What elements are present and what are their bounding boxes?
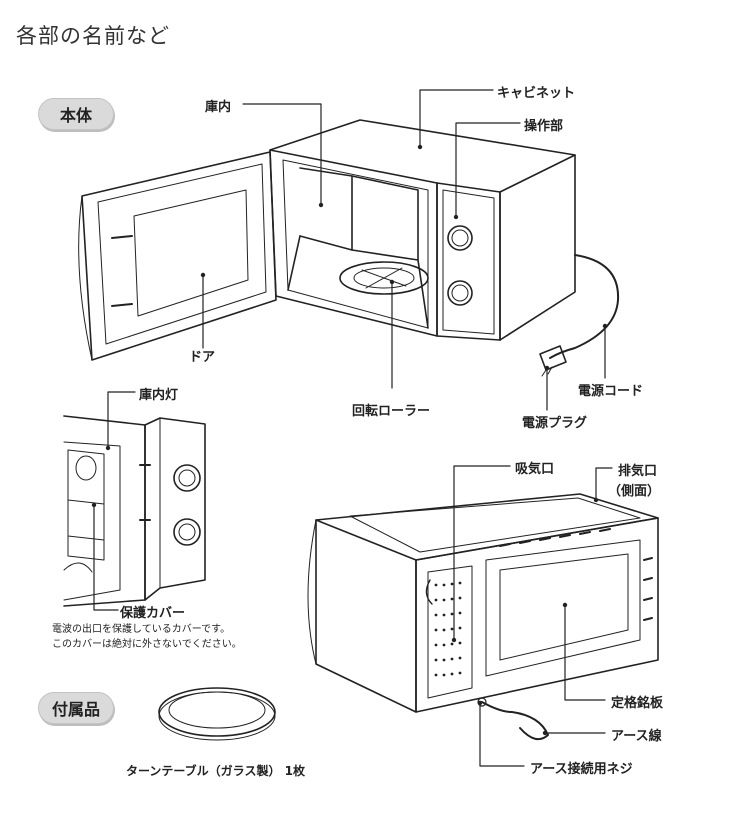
section-label-main-body: 本体 <box>38 98 114 130</box>
label-protective-cover: 保護カバー <box>120 606 186 621</box>
label-power-plug: 電源プラグ <box>522 416 588 431</box>
label-exhaust-vent-side: （側面） <box>608 484 661 499</box>
label-intake-vent: 吸気口 <box>515 462 555 477</box>
protective-cover-note-line: このカバーは絶対に外さないでください。 <box>52 639 242 650</box>
label-exhaust-vent: 排気口 <box>618 464 658 479</box>
label-door: ドア <box>189 350 216 365</box>
label-cabinet: キャビネット <box>497 86 576 101</box>
microwave-front-illustration <box>78 119 620 377</box>
interior-detail-illustration <box>63 415 206 607</box>
microwave-rear-illustration <box>307 493 659 741</box>
label-ground-screw: アース接続用ネジ <box>530 762 633 777</box>
label-power-cord: 電源コード <box>578 384 644 399</box>
accessory-turntable-label: ターンテーブル（ガラス製） 1枚 <box>126 764 305 778</box>
turntable-illustration <box>158 687 276 741</box>
label-ground-wire: アース線 <box>611 729 662 744</box>
protective-cover-note-line: 電波の出口を保護しているカバーです。 <box>52 624 231 635</box>
label-turntable-roller: 回転ローラー <box>352 404 431 419</box>
protective-cover-note: 電波の出口を保護しているカバーです。 このカバーは絶対に外さないでください。 <box>52 622 242 652</box>
page-title: 各部の名前など <box>16 24 170 48</box>
label-interior-light: 庫内灯 <box>139 388 179 403</box>
label-control-panel: 操作部 <box>524 119 564 134</box>
label-interior: 庫内 <box>205 100 232 115</box>
label-rating-plate: 定格銘板 <box>611 696 664 711</box>
section-label-accessories: 付属品 <box>38 692 114 724</box>
